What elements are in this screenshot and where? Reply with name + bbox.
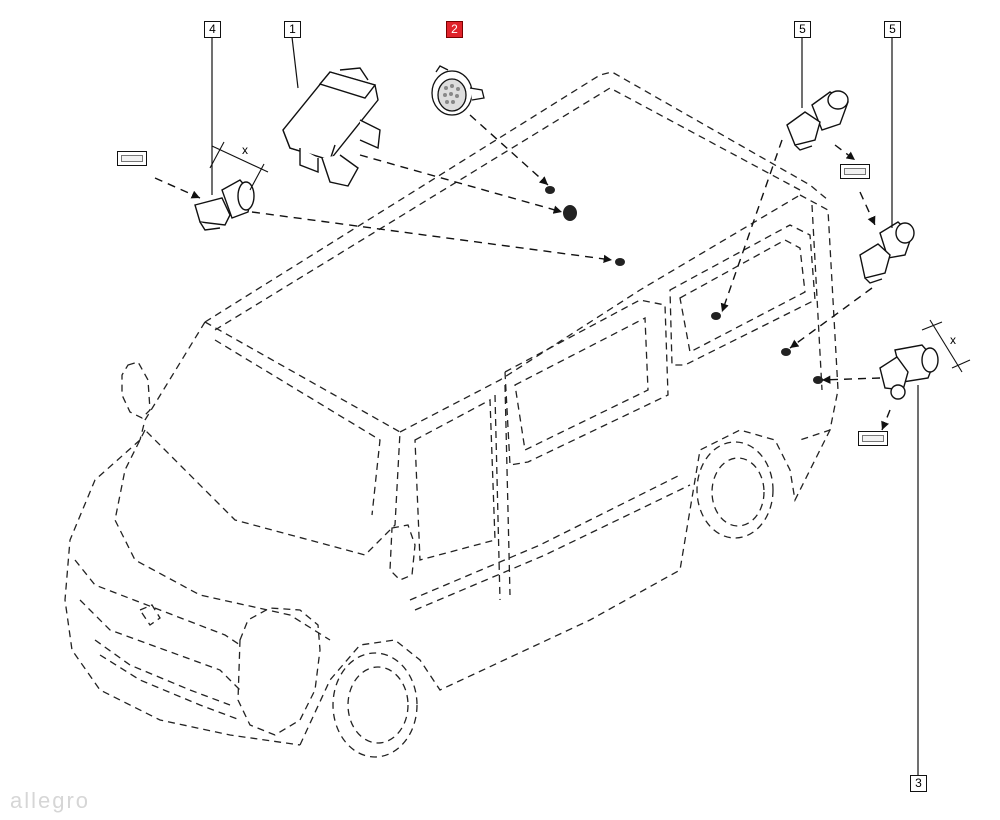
callout-2: 2 xyxy=(446,21,463,38)
callout-1: 1 xyxy=(284,21,301,38)
assembly-arrows xyxy=(154,114,891,431)
van-outline xyxy=(64,71,839,758)
rear-sensor-icon xyxy=(859,221,915,284)
watermark: allegro xyxy=(10,788,91,813)
reference-symbol-icon xyxy=(840,164,870,179)
leader-lines xyxy=(211,36,919,775)
rear-corner-sensor-icon xyxy=(879,344,939,400)
control-module-icon xyxy=(282,67,381,187)
dimension-x-rear: x xyxy=(950,333,956,347)
callout-4: 4 xyxy=(204,21,221,38)
callout-5-top: 5 xyxy=(794,21,811,38)
dimension-marks xyxy=(209,141,971,373)
dimension-x-front: x xyxy=(242,143,248,157)
reference-symbol-icon xyxy=(117,151,147,166)
rear-sensor-icon xyxy=(786,90,849,151)
mount-point-icon xyxy=(545,186,823,384)
callout-5-right: 5 xyxy=(884,21,901,38)
reference-symbol-icon xyxy=(858,431,888,446)
front-sensor-icon xyxy=(194,179,255,231)
buzzer-icon xyxy=(431,65,485,116)
callout-3: 3 xyxy=(910,775,927,792)
